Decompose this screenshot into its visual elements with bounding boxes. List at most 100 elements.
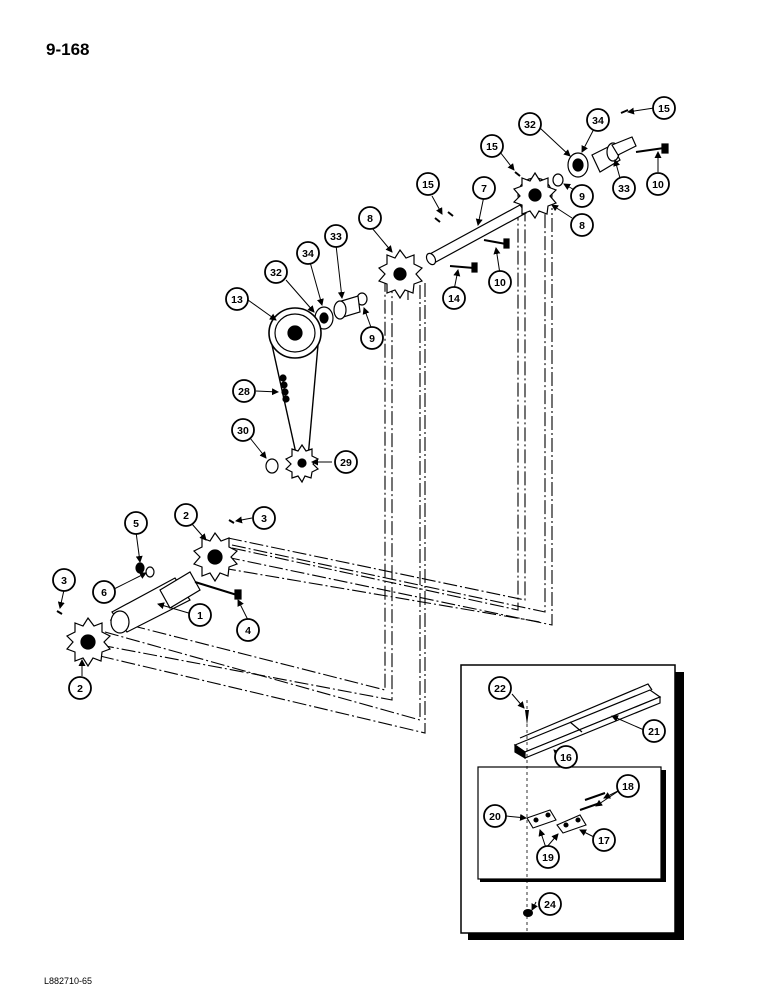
callout-number: 6: [101, 587, 107, 599]
callout-number: 7: [481, 183, 487, 195]
callout-number: 22: [494, 683, 506, 695]
callout-circle: [236, 618, 260, 642]
callout-circle: [358, 206, 382, 230]
callout-circle: [570, 184, 594, 208]
callout-number: 2: [183, 510, 189, 522]
callout-number: 21: [648, 726, 660, 738]
callout-number: 9: [369, 333, 375, 345]
callout-number: 1: [197, 610, 203, 622]
callout-8: 8: [570, 213, 594, 237]
callout-number: 16: [560, 752, 572, 764]
callout-number: 2: [77, 683, 83, 695]
callout-9: 9: [360, 326, 384, 350]
callout-8: 8: [358, 206, 382, 230]
callout-circle: [646, 172, 670, 196]
callout-circle: [642, 719, 666, 743]
callout-number: 5: [133, 518, 139, 530]
callout-number: 4: [245, 625, 251, 637]
callout-34: 34: [296, 241, 320, 265]
sprocket-front-left: [65, 616, 112, 668]
callout-circle: [416, 172, 440, 196]
callout-circle: [518, 112, 542, 136]
chain-links: [526, 792, 606, 834]
callout-number: 32: [270, 267, 282, 279]
callout-circle: [554, 745, 578, 769]
inset-detail: [460, 664, 684, 940]
front-shaft-assembly: [56, 519, 242, 668]
callout-15: 15: [416, 172, 440, 196]
callout-number: 8: [367, 213, 373, 225]
callout-33: 33: [324, 224, 348, 248]
callout-number: 29: [340, 457, 352, 469]
callout-33: 33: [612, 176, 636, 200]
callout-15: 15: [652, 96, 676, 120]
callout-circle: [174, 503, 198, 527]
callout-14: 14: [442, 286, 466, 310]
callout-number: 33: [330, 231, 342, 243]
callout-number: 18: [622, 781, 634, 793]
callout-2: 2: [68, 676, 92, 700]
callout-16: 16: [554, 745, 578, 769]
sprocket-front-right: [192, 531, 239, 583]
callout-circle: [592, 828, 616, 852]
callout-15: 15: [480, 134, 504, 158]
callout-circle: [442, 286, 466, 310]
callout-circle: [538, 892, 562, 916]
callout-number: 24: [544, 899, 556, 911]
callout-circle: [252, 506, 276, 530]
callout-1: 1: [188, 603, 212, 627]
callout-number: 15: [486, 141, 498, 153]
callout-28: 28: [232, 379, 256, 403]
callout-number: 17: [598, 835, 610, 847]
callout-circle: [488, 676, 512, 700]
callout-circle: [232, 379, 256, 403]
callout-24: 24: [538, 892, 562, 916]
callout-circle: [52, 568, 76, 592]
callout-circle: [188, 603, 212, 627]
callout-32: 32: [518, 112, 542, 136]
callout-circle: [586, 108, 610, 132]
callout-number: 13: [231, 294, 243, 306]
callout-9: 9: [570, 184, 594, 208]
callout-4: 4: [236, 618, 260, 642]
callout-circle: [124, 511, 148, 535]
callout-circle: [488, 270, 512, 294]
callout-2: 2: [174, 503, 198, 527]
callout-21: 21: [642, 719, 666, 743]
callout-20: 20: [483, 804, 507, 828]
chain-loop-lines: [99, 200, 553, 734]
middle-drive-assembly: [265, 171, 521, 484]
callout-circle: [360, 326, 384, 350]
callout-circle: [480, 134, 504, 158]
callout-circle: [483, 804, 507, 828]
callout-number: 34: [592, 115, 604, 127]
callout-number: 15: [422, 179, 434, 191]
sprocket-top-right: [512, 171, 558, 220]
callout-circle: [225, 287, 249, 311]
callout-3: 3: [252, 506, 276, 530]
callout-circle: [92, 580, 116, 604]
callout-circle: [652, 96, 676, 120]
callout-17: 17: [592, 828, 616, 852]
leader-lines: [57, 107, 662, 911]
callout-18: 18: [616, 774, 640, 798]
callout-30: 30: [231, 418, 255, 442]
callout-circle: [472, 176, 496, 200]
callout-circle: [570, 213, 594, 237]
callout-number: 30: [237, 425, 249, 437]
callout-number: 28: [238, 386, 250, 398]
callout-10: 10: [488, 270, 512, 294]
callout-22: 22: [488, 676, 512, 700]
callout-circle: [616, 774, 640, 798]
callout-number: 10: [494, 277, 506, 289]
callout-circle: [334, 450, 358, 474]
callout-number: 3: [261, 513, 267, 525]
callout-circle: [68, 676, 92, 700]
callout-number: 8: [579, 220, 585, 232]
page-number: 9-168: [46, 40, 90, 59]
callout-number: 15: [658, 103, 670, 115]
callout-number: 32: [524, 119, 536, 131]
callout-19: 19: [536, 845, 560, 869]
